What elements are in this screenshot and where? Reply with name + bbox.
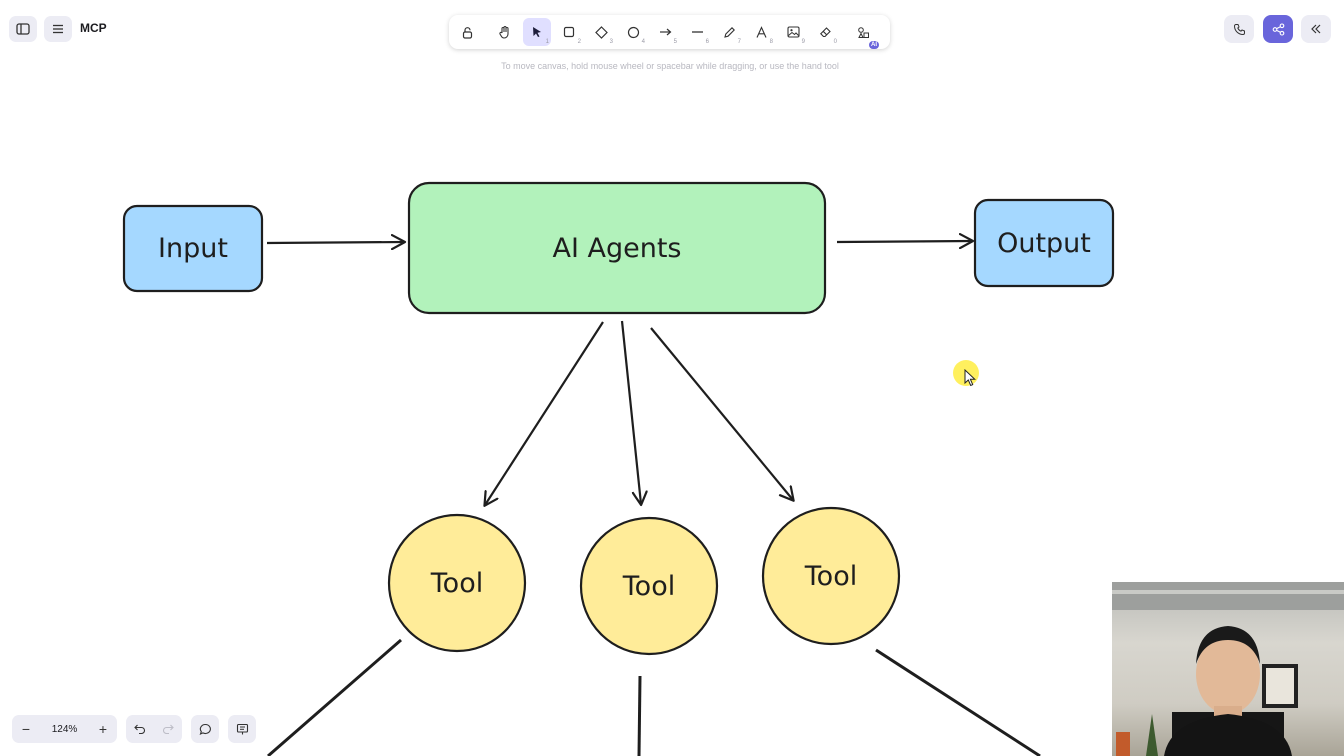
input-node[interactable]: Input (122, 204, 264, 293)
arrow-icon (659, 28, 671, 36)
agents-to-tool-3-arrow[interactable] (650, 327, 793, 500)
tool-more-ai[interactable]: AI (849, 18, 879, 49)
ai-agents-node[interactable]: AI Agents (407, 181, 827, 315)
tool-arrow[interactable]: 5 (651, 18, 679, 46)
call-button[interactable] (1224, 15, 1254, 43)
tool-2-down-line[interactable] (637, 675, 642, 756)
pointer-icon (533, 27, 541, 37)
diamond-icon (594, 25, 608, 39)
ellipse-icon (627, 26, 639, 38)
zoom-level[interactable]: 124% (51, 723, 78, 735)
input-to-agents-arrow[interactable] (266, 242, 404, 243)
undo-icon (134, 724, 145, 734)
tool-label-1: Tool (430, 568, 483, 599)
present-button-group (228, 715, 256, 743)
presentation-icon (236, 723, 248, 734)
zoom-controls: − 124% + (12, 715, 117, 743)
agents-to-output-arrow[interactable] (836, 241, 972, 242)
redo-icon (163, 724, 174, 734)
comment-button-group (191, 715, 219, 743)
output-label: Output (997, 228, 1091, 259)
chat-bubble-icon (199, 723, 211, 735)
tool-label-2: Tool (622, 571, 675, 602)
tool-diamond[interactable]: 3 (587, 18, 615, 46)
agents-to-tool-1-arrow[interactable] (485, 321, 604, 505)
comment-button[interactable] (191, 715, 219, 743)
zoom-in-button[interactable]: + (98, 721, 108, 737)
share-button[interactable] (1263, 15, 1293, 43)
redo-button[interactable] (154, 715, 182, 743)
shape-toolbar: 1 2 3 4 5 6 7 (449, 15, 890, 49)
eraser-icon (819, 27, 831, 38)
document-title: MCP (80, 21, 107, 35)
sidebar-icon (16, 23, 30, 35)
tool-lock[interactable] (453, 18, 481, 46)
mouse-cursor-icon (964, 369, 976, 387)
canvas-hint: To move canvas, hold mouse wheel or spac… (501, 61, 839, 71)
line-icon (691, 31, 703, 33)
webcam-overlay (1112, 582, 1344, 756)
input-label: Input (158, 233, 228, 264)
tool-draw[interactable]: 7 (715, 18, 743, 46)
tool-label-3: Tool (804, 561, 857, 592)
image-icon (786, 26, 800, 38)
ai-agents-label: AI Agents (552, 233, 681, 264)
hand-icon (499, 25, 509, 39)
tool-node-3[interactable]: Tool (761, 506, 901, 646)
undo-button[interactable] (126, 715, 154, 743)
collapse-sidebar-button[interactable] (1301, 15, 1331, 43)
share-icon (1272, 22, 1284, 36)
tool-node-2[interactable]: Tool (579, 516, 719, 656)
phone-icon (1233, 23, 1245, 35)
tool-node-1[interactable]: Tool (387, 513, 527, 653)
pencil-icon (723, 26, 735, 38)
shapes-icon (857, 26, 869, 38)
agents-to-tool-2-arrow[interactable] (620, 320, 641, 504)
tool-rectangle[interactable]: 2 (555, 18, 583, 46)
tool-3-down-line[interactable] (875, 648, 1041, 756)
chevrons-left-icon (1311, 24, 1321, 34)
hamburger-icon (53, 24, 63, 34)
library-toggle-button[interactable] (9, 16, 37, 42)
present-button[interactable] (228, 715, 256, 743)
text-icon (755, 25, 767, 38)
zoom-out-button[interactable]: − (21, 721, 31, 737)
tool-ellipse[interactable]: 4 (619, 18, 647, 46)
lock-icon (462, 26, 472, 39)
tool-hand[interactable] (491, 18, 519, 46)
rectangle-icon (563, 26, 575, 38)
main-menu-button[interactable] (44, 16, 72, 42)
tool-line[interactable]: 6 (683, 18, 711, 46)
tool-image[interactable]: 9 (779, 18, 807, 46)
tool-eraser[interactable]: 0 (811, 18, 839, 46)
tool-1-down-line[interactable] (267, 638, 402, 756)
output-node[interactable]: Output (973, 198, 1115, 288)
history-controls (126, 715, 182, 743)
tool-selection[interactable]: 1 (523, 18, 551, 46)
ai-badge: AI (869, 41, 879, 49)
presenter-video (1112, 582, 1344, 756)
tool-text[interactable]: 8 (747, 18, 775, 46)
